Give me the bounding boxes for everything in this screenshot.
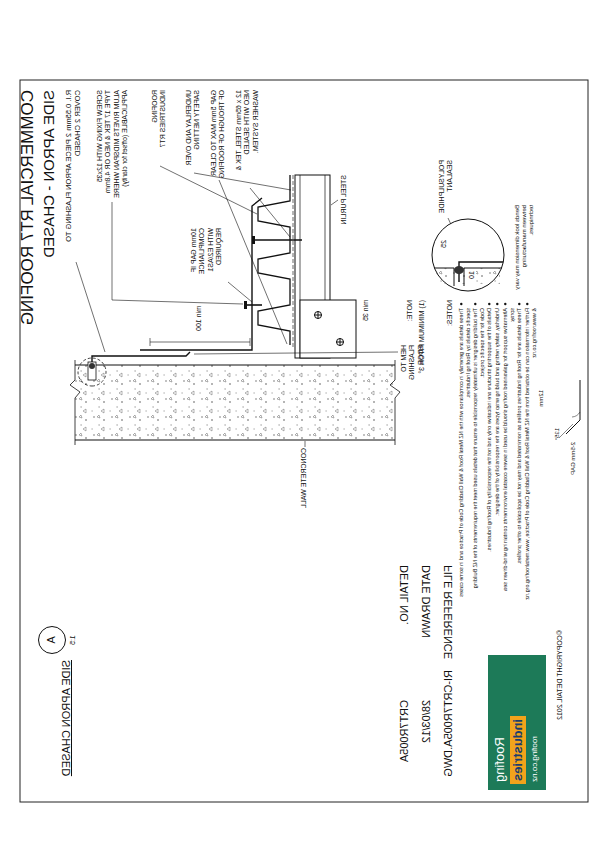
- sheet-frame: [20, 80, 588, 802]
- bullet: [488, 303, 490, 305]
- fasteners: [244, 236, 302, 309]
- callout-label: Bends look dimension may vary between ma…: [514, 205, 536, 295]
- callout-label: R.I. 0.55mm 2 PIECE APRON FLASHING TO CO…: [64, 90, 82, 265]
- callout-label: 10mm GAP IF COMPLIANCE WITH E2/AS1 REQUI…: [190, 228, 224, 288]
- note-text: These details are for Roofing Industries…: [516, 308, 523, 600]
- dimension: 135°: [554, 428, 561, 440]
- view-marker: A1:5: [38, 626, 66, 654]
- dimension: min 100: [195, 306, 203, 331]
- dimension: 12mm: [538, 390, 545, 407]
- detail-field: DATE DRAWN: [420, 565, 433, 638]
- detail-value: RI-CRT7R005A.DWG: [442, 670, 455, 777]
- note-heading: NOTES:: [446, 300, 454, 326]
- bullet: [504, 303, 506, 305]
- sheet-subtitle: SIDE APRON - CHASED: [40, 90, 58, 258]
- bullet: [460, 303, 462, 305]
- note-heading: NOTE:: [406, 300, 414, 321]
- detail-value: 28/03/12: [420, 700, 433, 743]
- bend-sketch: [559, 380, 580, 438]
- callout-label: (1) MINIMUM PITCH 3°: [418, 300, 426, 374]
- callout-label: UNDERLAY AND OVER SAFETY NETTING: [185, 90, 202, 172]
- detail-value: CRT7R005A: [398, 700, 411, 762]
- view-scale: 1:5: [69, 627, 77, 653]
- callout-label: GAP 5mm MAX TO CLEAR OF TROUGH OF ROOFIN…: [210, 90, 227, 180]
- view-letter: A: [45, 627, 58, 653]
- note-text: Details of the supporting structure are …: [486, 308, 493, 600]
- dimension: 2-5mm GAP: [570, 442, 577, 475]
- sheet-title: COMMERCIAL RT7 ROOFING: [18, 90, 38, 325]
- dimension: min 35: [362, 300, 370, 321]
- callout-label: 12 x 65mm STEEL TEK & NEO WITH SEALED WA…: [235, 90, 260, 186]
- bullet: [526, 303, 528, 305]
- leader-lines: [76, 166, 460, 447]
- dimension: 25: [440, 240, 448, 248]
- roof-sheet: [258, 175, 293, 348]
- note-text: Further information can be obtained from…: [524, 308, 537, 600]
- steel-purlin: [295, 175, 356, 358]
- view-title: SIDE APRON CHASED: [60, 660, 73, 776]
- callout-label: ROOFING INDUSTRIES RT7: [151, 90, 168, 165]
- callout-label: POLYSULPHIDE SEALANT: [438, 160, 455, 216]
- apron-flashing: [78, 198, 262, 386]
- enlarged-detail: [432, 219, 504, 291]
- logo-word: industries: [510, 716, 526, 784]
- bullet: [518, 303, 520, 305]
- bullet: [474, 303, 476, 305]
- dimension: 10: [468, 271, 476, 279]
- note-text: Underlay, safety netting and building wr…: [494, 308, 501, 600]
- callout-label: SCREW FIXING WITH 12x35 TYPE 17 TEK & NE…: [96, 90, 130, 202]
- detail-field: FILE REFERENCE: [442, 565, 455, 659]
- company-logo: Roofingindustries roofing.co.nz: [488, 655, 546, 790]
- note-text: These details are generally in complianc…: [458, 308, 471, 600]
- callout-label: CONCRETE WALL: [300, 448, 308, 508]
- concrete-wall: [70, 360, 400, 445]
- note-text: The building designer is ultimately resp…: [472, 308, 485, 600]
- callout-label: STEEL PURLIN: [340, 175, 348, 225]
- detail-field: DETAIL NO.: [398, 565, 411, 625]
- logo-url: roofing.co.nz: [530, 736, 540, 782]
- note-bullets: [460, 303, 528, 305]
- bullet: [496, 303, 498, 305]
- note-text: Alternative support for galvanised roofi…: [502, 308, 515, 600]
- logo-word: Roofing: [492, 737, 508, 782]
- copyright-note: ©COPYRIGHT DETAIL 2012: [556, 630, 564, 720]
